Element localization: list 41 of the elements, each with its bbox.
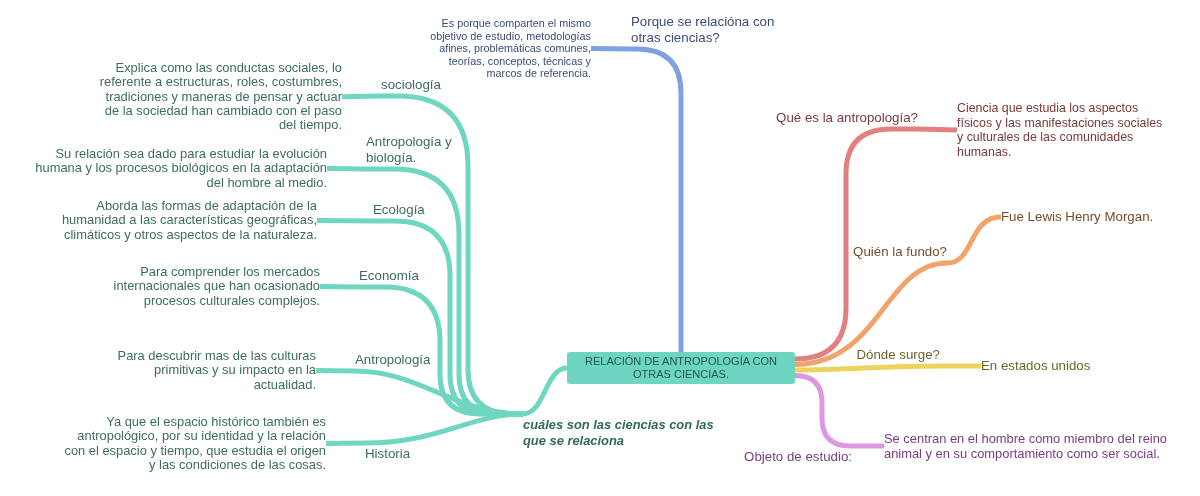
branch-note: Aborda las formas de adaptación de la humanidad a las características geográficas, climáticos y otros aspectos de la naturaleza. bbox=[55, 199, 317, 242]
branch-line bbox=[631, 46, 684, 352]
branch-label: Porque se relacióna con otras ciencias? bbox=[631, 14, 781, 46]
branch-label: Ecología bbox=[373, 202, 433, 218]
branch-label: Economía bbox=[359, 268, 425, 284]
branch-line bbox=[522, 365, 568, 417]
branch-line bbox=[341, 93, 382, 100]
branch-label: Dónde surge? bbox=[856, 347, 940, 363]
branch-note: Su relación sea dado para estudiar la evolución humana y los procesos biológicos en la adaptación del hombre al medio. bbox=[29, 147, 327, 190]
branch-line bbox=[917, 126, 958, 133]
branch-label: Qué es la antropología? bbox=[773, 110, 918, 126]
branch-line bbox=[946, 214, 1002, 266]
branch-line bbox=[315, 367, 356, 374]
branch-label: sociología bbox=[381, 77, 447, 93]
branch-line bbox=[319, 283, 360, 290]
central-topic-box: RELACIÓN DE ANTROPOLOGÍA CON OTRAS CIENCIAS. bbox=[567, 352, 795, 384]
branch-line bbox=[364, 411, 524, 446]
branch-line bbox=[852, 443, 884, 449]
branch-note: Es porque comparten el mismo objetivo de estudio, metodologías afines, problemáticas comunes, teorías, conceptos, técnicas y marcos de referencia. bbox=[416, 17, 591, 80]
branch-line bbox=[795, 363, 940, 373]
branch-label: Antropología y biología. bbox=[366, 134, 461, 166]
branch-line bbox=[794, 260, 948, 367]
branch-label: Quién la fundo? bbox=[851, 244, 947, 260]
branch-line bbox=[317, 217, 374, 224]
branch-label: Objeto de estudio: bbox=[737, 449, 852, 465]
branch-line bbox=[354, 368, 524, 417]
branch-line bbox=[326, 165, 367, 172]
branch-label: Historia bbox=[365, 446, 425, 462]
branch-note: Explica como las conductas sociales, lo referente a estructuras, roles, costumbres, tradiciones y maneras de pensar y actuar de la sociedad han cambiado con el paso del tiempo. bbox=[97, 61, 342, 133]
branch-line bbox=[325, 440, 366, 447]
branch-note: Ciencia que estudia los aspectos físicos y las manifestaciones sociales y culturales de las comunidades humanas. bbox=[957, 101, 1169, 159]
branch-note: Para comprender los mercados internacionales que han ocasionado procesos culturales complejos. bbox=[106, 265, 320, 308]
branch-line bbox=[940, 363, 981, 369]
branch-note: Fue Lewis Henry Morgan. bbox=[1001, 209, 1161, 225]
branch-label: cuáles son las ciencias con las que se relaciona bbox=[523, 417, 723, 448]
branch-note: Para descubrir mas de las culturas primitivas y su impacto en la actualidad. bbox=[106, 349, 316, 392]
branch-label: Antropología bbox=[355, 352, 435, 368]
branch-line bbox=[590, 46, 632, 52]
branch-note: Ya que el espacio histórico también es antropológico, por su identidad y la relación con el espacio y tiempo, que estudia el origen y las condiciones de las cosas. bbox=[60, 415, 326, 473]
branch-note: Se centran en el hombre como miembro del reino animal y en su comportamiento como ser social. bbox=[884, 431, 1184, 461]
branch-note: En estados unidos bbox=[981, 358, 1101, 374]
